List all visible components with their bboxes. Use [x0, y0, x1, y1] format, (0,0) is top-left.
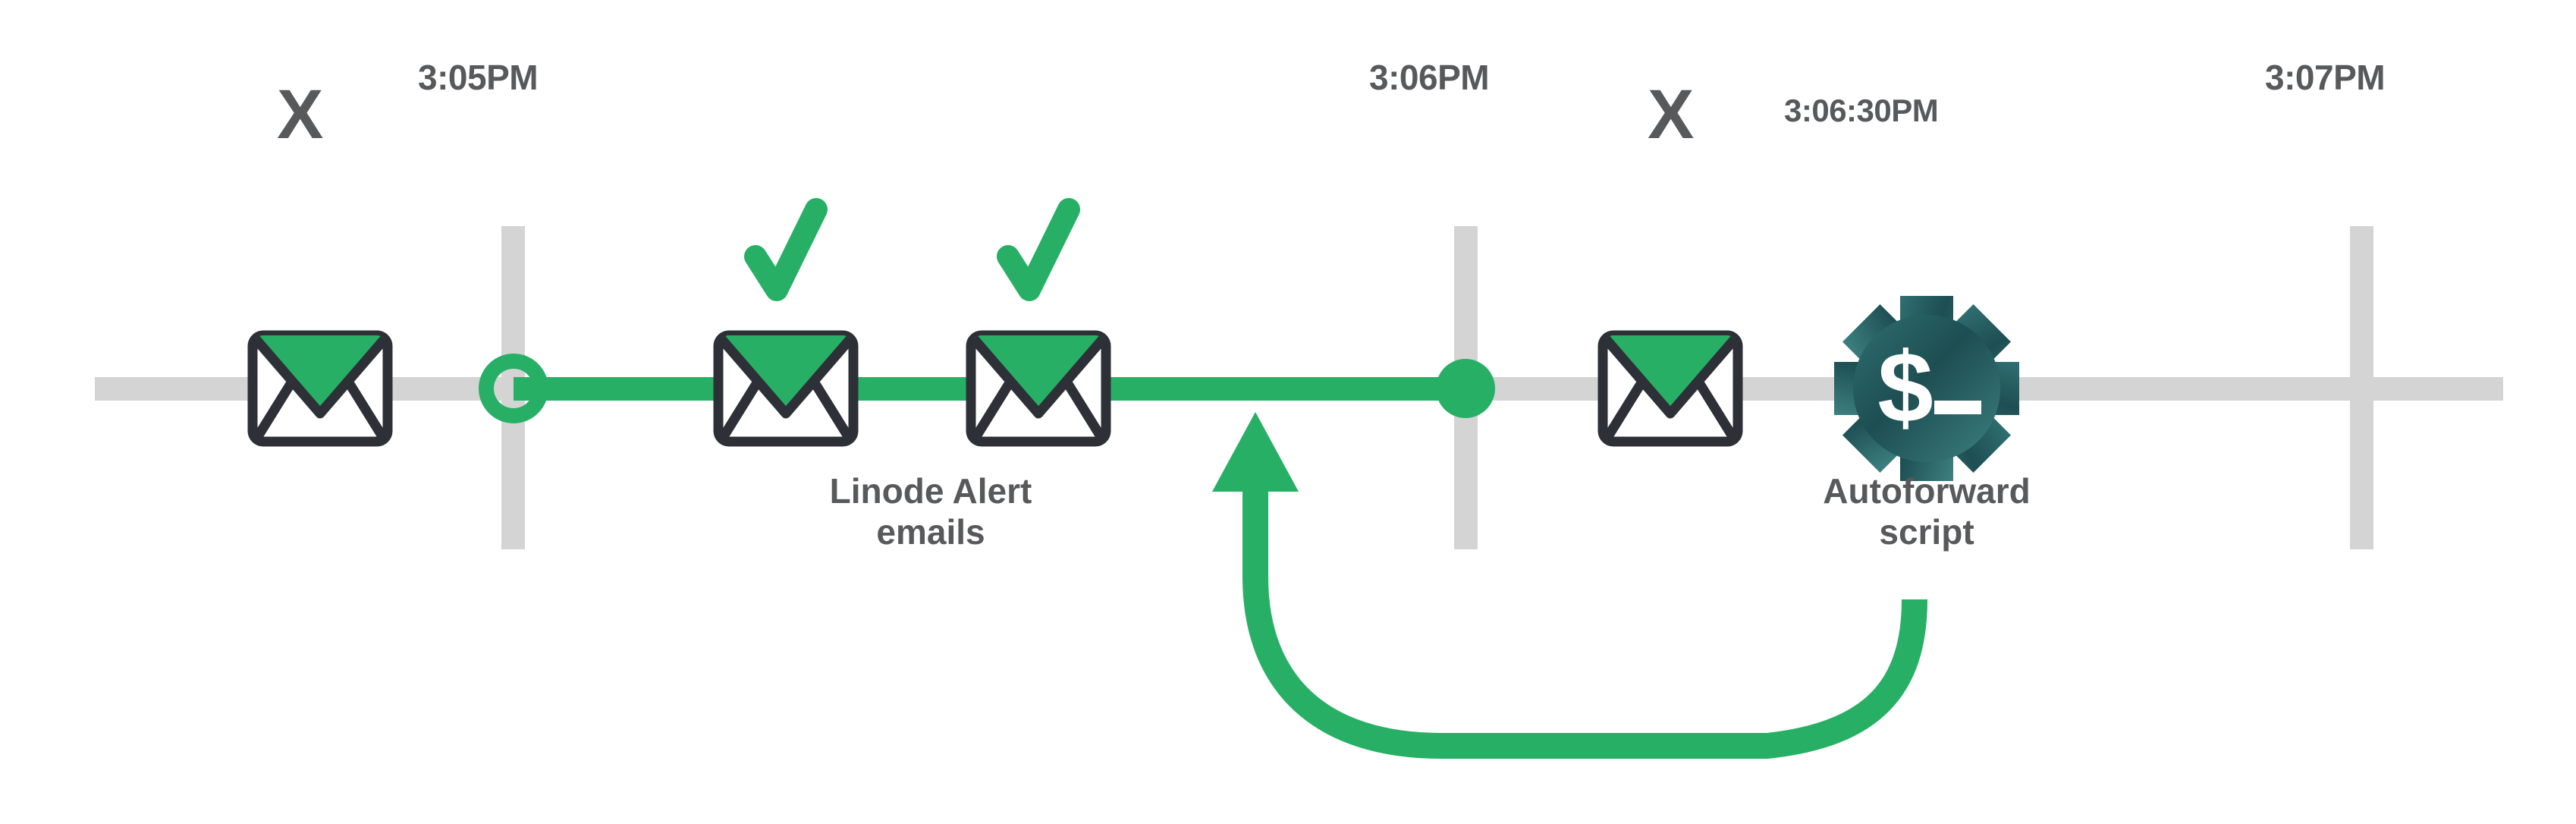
caption-line: emails: [876, 512, 985, 552]
envelope-icon-3: [966, 330, 1111, 447]
ring-marker-305pm: [479, 354, 548, 423]
check-mark-icon-1: [744, 198, 828, 301]
dot-marker-306pm: [1436, 359, 1495, 418]
tick-label-306pm: 3:06PM: [1369, 58, 1490, 97]
check-mark-icon-2: [997, 198, 1080, 301]
envelope-icon-2: [713, 330, 859, 447]
caption-line: Linode Alert: [829, 471, 1032, 511]
caption-line: script: [1879, 512, 1974, 552]
tick-label-307pm: 3:07PM: [2265, 58, 2386, 97]
svg-text:$: $: [1877, 332, 1933, 443]
caption-linode-alert-emails: Linode Alert emails: [830, 470, 1032, 553]
x-mark-icon-2: X: [1648, 76, 1695, 153]
caption-line: Autoforward: [1823, 471, 2031, 511]
annotation-label-30630pm: 3:06:30PM: [1784, 93, 1939, 128]
dollar-gear-icon: $: [1834, 296, 2019, 481]
autoforward-feedback-arrow: [1212, 412, 1927, 759]
envelope-icon-4: [1597, 330, 1743, 447]
envelope-icon-1: [247, 330, 393, 447]
tick-label-305pm: 3:05PM: [418, 58, 539, 97]
arrowhead-icon: [1212, 412, 1299, 492]
axis-tick-307pm: [2350, 226, 2373, 549]
caption-autoforward-script: Autoforward script: [1823, 470, 2030, 553]
x-mark-icon-1: X: [277, 76, 324, 153]
